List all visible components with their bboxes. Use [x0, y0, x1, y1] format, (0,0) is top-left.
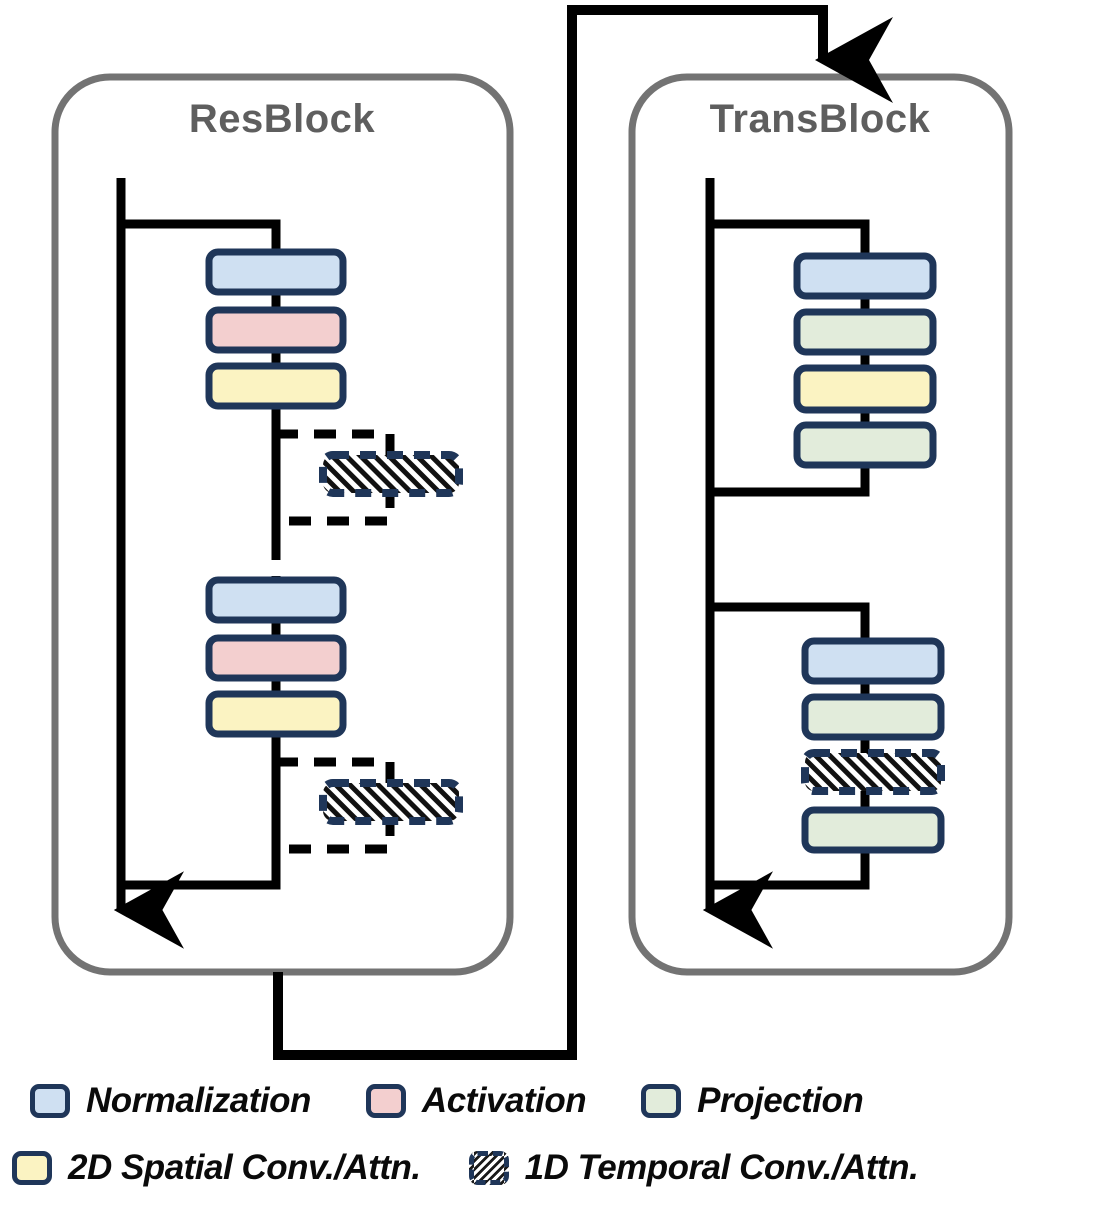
layer-activation — [205, 306, 347, 354]
legend-item-temporal-1d: 1D Temporal Conv./Attn. — [468, 1148, 919, 1188]
transblock-title: TransBlock — [709, 97, 931, 141]
layer-spatial-2d — [205, 690, 347, 738]
legend-label-normalization: Normalization — [86, 1081, 311, 1120]
legend-label-projection: Projection — [697, 1081, 864, 1120]
layer-projection — [801, 806, 945, 854]
legend-item-spatial-2d: 2D Spatial Conv./Attn. — [12, 1148, 421, 1188]
spatial-2d-swatch — [12, 1151, 52, 1185]
resblock-group-2-layers — [205, 576, 463, 825]
legend-row-secondary: 2D Spatial Conv./Attn. 1D Temporal Conv.… — [12, 1148, 919, 1188]
temporal-1d-swatch — [468, 1151, 509, 1185]
layer-projection — [793, 308, 937, 356]
layer-activation — [205, 634, 347, 682]
legend-item-normalization: Normalization — [30, 1081, 311, 1121]
legend-item-activation: Activation — [365, 1081, 587, 1121]
layer-projection — [801, 693, 945, 741]
layer-spatial-2d — [205, 362, 347, 410]
layer-normalization — [205, 248, 347, 296]
legend-label-activation: Activation — [421, 1081, 587, 1120]
normalization-swatch — [30, 1084, 70, 1118]
legend-row-primary: Normalization Activation Projection — [30, 1081, 864, 1121]
transblock-flow — [702, 178, 870, 949]
legend-label-spatial-2d: 2D Spatial Conv./Attn. — [68, 1148, 421, 1187]
layer-normalization — [205, 576, 347, 624]
layer-temporal-1d — [319, 779, 463, 825]
layer-projection — [793, 421, 937, 469]
projection-swatch — [641, 1084, 682, 1118]
layer-temporal-1d — [801, 749, 945, 795]
legend-label-temporal-1d: 1D Temporal Conv./Attn. — [524, 1148, 919, 1187]
layer-temporal-1d — [319, 451, 463, 497]
layer-normalization — [793, 252, 937, 300]
legend-item-projection: Projection — [641, 1081, 864, 1121]
resblock-title: ResBlock — [188, 97, 376, 141]
activation-swatch — [365, 1084, 406, 1118]
transblock-group-2-layers — [801, 637, 945, 854]
resblock-group-1-layers — [205, 248, 463, 497]
layer-normalization — [801, 637, 945, 685]
diagram-canvas — [51, 5, 1013, 1060]
resblock-to-transblock-connector — [273, 5, 893, 1060]
layer-spatial-2d — [793, 364, 937, 414]
transblock-group-1-layers — [793, 252, 937, 469]
